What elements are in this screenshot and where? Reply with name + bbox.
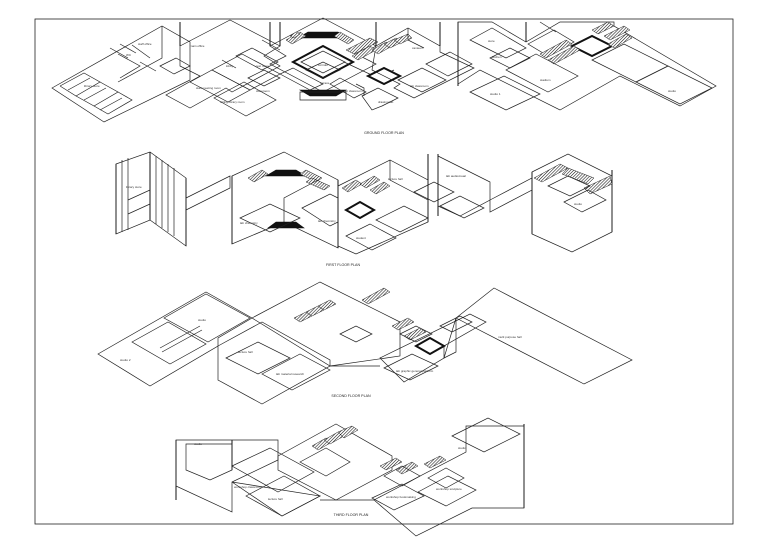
first-central-block [231,151,339,249]
first-lecture-block [337,154,429,255]
room-label: lab classroom [344,89,363,93]
room-label: studio [574,202,582,206]
second-studio-wing [97,291,253,387]
first-floor-title: FIRST FLOOR PLAN [326,263,360,267]
room-label: WC [126,53,132,57]
room-label: lab classroom [410,84,429,88]
room-label: studio [458,446,466,450]
room-label: lab audiovisual [446,174,466,178]
ground-studio-wing [457,21,717,111]
room-label: corridor [318,63,328,67]
room-label: library store [126,185,142,189]
room-label: studio [668,89,676,93]
first-studio-tower [531,153,613,253]
room-label: main office [190,44,205,48]
second-graphic-block [379,313,487,383]
ground-floor-title: GROUND FLOOR PLAN [364,131,404,135]
room-label: lab chemistry [318,219,336,223]
ground-canteen-block [371,22,475,99]
room-label: rest room [256,64,269,68]
first-audiovisual-block [413,154,533,219]
third-workshop-block [371,417,525,537]
room-label: lab material research [276,372,304,376]
room-labels: staff office WC library store main offic… [84,39,676,501]
room-label: workshop classroom [234,485,262,489]
ground-office-block [159,19,281,117]
first-library-tower [115,151,231,247]
second-floor-title: SECOND FLOOR PLAN [331,394,371,398]
room-label: kitchen [492,55,502,59]
room-label: studio [198,318,206,322]
room-label: store [488,39,495,43]
third-floor-title: THIRD FLOOR PLAN [334,513,369,517]
third-central-block [277,423,393,501]
ground-central-block [269,17,403,111]
room-label: terrace [320,81,330,85]
room-label: lab graphic general platform [396,369,434,373]
room-label: multi purpose hall [498,335,522,339]
room-label: sitting library room [220,100,245,104]
room-label: lab chemistry [240,221,258,225]
room-label: library store [84,84,100,88]
room-label: student [356,236,366,240]
ground-floor-plan: GROUND FLOOR PLAN [51,17,717,135]
second-lecture-block [217,321,331,405]
room-label: lecture hall [268,497,283,501]
room-label: workshop bookmaking [386,495,416,499]
room-label: lobby [226,64,234,68]
room-label: workshop sculpture [436,487,462,491]
room-label: lecture hall [238,350,253,354]
room-label: classroom [256,89,270,93]
second-central-block [251,281,401,367]
third-floor-plan: THIRD FLOOR PLAN [175,417,525,537]
ground-library-wing [51,25,191,123]
first-floor-plan: FIRST FLOOR PLAN [115,151,613,267]
room-label: studio 2 [120,358,131,362]
room-label: canteen [412,46,423,50]
sheet-frame [34,18,734,525]
third-studio-wing [175,439,322,517]
room-label: stadium [540,78,551,82]
second-multipurpose-block [443,287,633,385]
room-label: lecture hall [388,177,403,181]
room-label: staff office [138,42,152,46]
room-label: studio 1 [490,92,501,96]
second-floor-plan: SECOND FLOOR PLAN [97,281,633,405]
room-label: studio [194,442,202,446]
room-label: staff meeting room [196,86,221,90]
room-label: drawing lab [378,100,394,104]
